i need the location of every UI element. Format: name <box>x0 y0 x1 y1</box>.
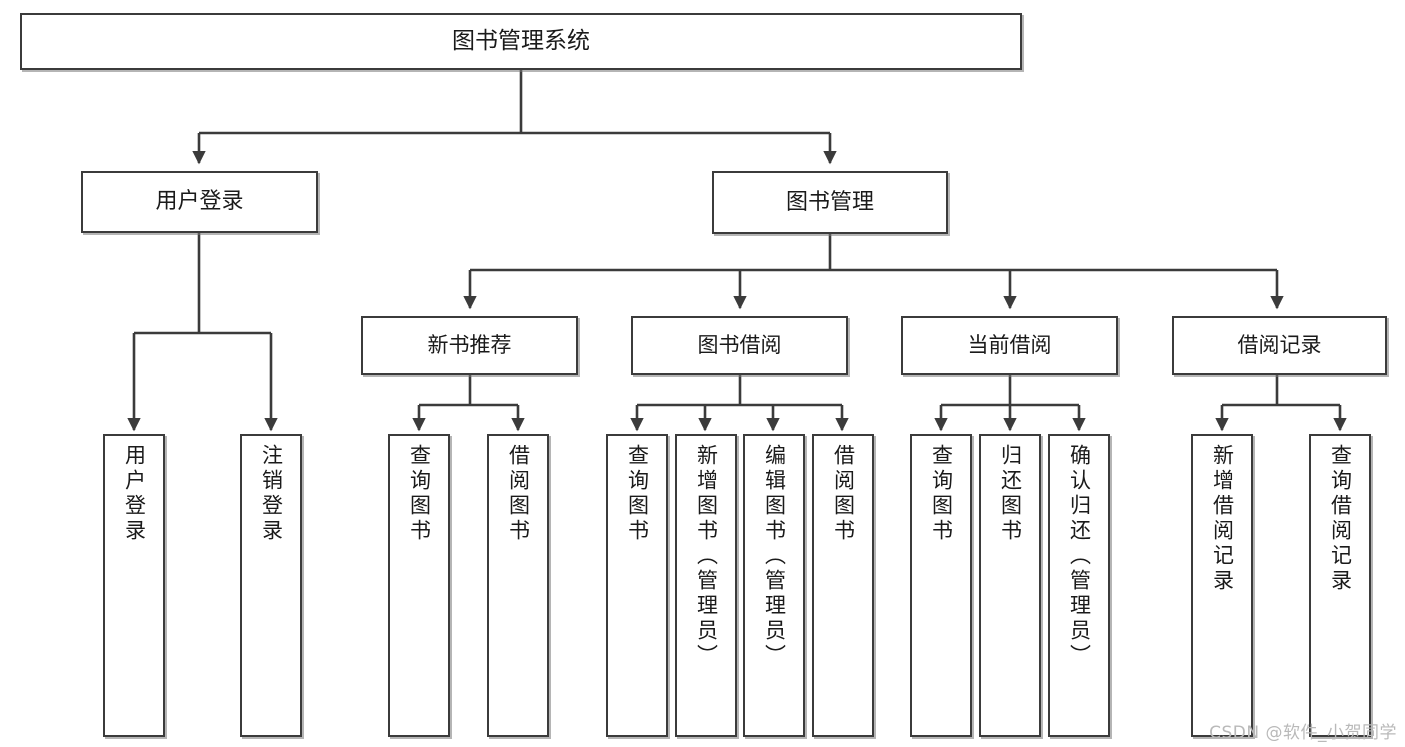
node-book-management[interactable]: 图书管理 <box>712 171 948 234</box>
node-label: 用户登录 <box>122 444 147 544</box>
node-label: 新增图书（管理员） <box>694 444 719 669</box>
leaf-user-login-signout[interactable]: 注销登录 <box>240 434 302 737</box>
node-user-login[interactable]: 用户登录 <box>81 171 318 233</box>
node-label: 查询图书 <box>407 444 432 544</box>
node-label: 当前借阅 <box>967 333 1052 358</box>
leaf-new-book-borrow[interactable]: 借阅图书 <box>487 434 549 737</box>
leaf-record-query[interactable]: 查询借阅记录 <box>1309 434 1371 737</box>
node-label: 查询借阅记录 <box>1328 444 1353 594</box>
leaf-user-login-signin[interactable]: 用户登录 <box>103 434 165 737</box>
node-label: 归还图书 <box>998 444 1023 544</box>
node-label: 新书推荐 <box>427 333 512 358</box>
leaf-current-query-book[interactable]: 查询图书 <box>910 434 972 737</box>
leaf-borrow-edit-book[interactable]: 编辑图书（管理员） <box>743 434 805 737</box>
node-label: 新增借阅记录 <box>1210 444 1235 594</box>
node-label: 图书管理系统 <box>452 27 590 54</box>
leaf-record-add[interactable]: 新增借阅记录 <box>1191 434 1253 737</box>
node-label: 图书管理 <box>785 189 874 215</box>
node-label: 注销登录 <box>259 444 284 544</box>
node-new-book-recommend[interactable]: 新书推荐 <box>361 316 578 375</box>
node-label: 借阅记录 <box>1237 333 1322 358</box>
node-current-borrow[interactable]: 当前借阅 <box>901 316 1118 375</box>
node-label: 确认归还（管理员） <box>1067 444 1092 669</box>
node-label: 查询图书 <box>625 444 650 544</box>
node-label: 借阅图书 <box>506 444 531 544</box>
leaf-borrow-lend-book[interactable]: 借阅图书 <box>812 434 874 737</box>
leaf-current-return-book[interactable]: 归还图书 <box>979 434 1041 737</box>
node-book-borrow[interactable]: 图书借阅 <box>631 316 848 375</box>
leaf-borrow-add-book[interactable]: 新增图书（管理员） <box>675 434 737 737</box>
node-borrow-record[interactable]: 借阅记录 <box>1172 316 1387 375</box>
leaf-borrow-query-book[interactable]: 查询图书 <box>606 434 668 737</box>
csdn-watermark: CSDN @软件_小贺同学 <box>1209 723 1397 743</box>
node-label: 查询图书 <box>929 444 954 544</box>
node-label: 借阅图书 <box>831 444 856 544</box>
node-label: 编辑图书（管理员） <box>762 444 787 669</box>
node-label: 用户登录 <box>155 189 244 215</box>
leaf-current-confirm-return[interactable]: 确认归还（管理员） <box>1048 434 1110 737</box>
node-root-system[interactable]: 图书管理系统 <box>20 13 1022 70</box>
leaf-new-book-query[interactable]: 查询图书 <box>388 434 450 737</box>
node-label: 图书借阅 <box>697 333 782 358</box>
